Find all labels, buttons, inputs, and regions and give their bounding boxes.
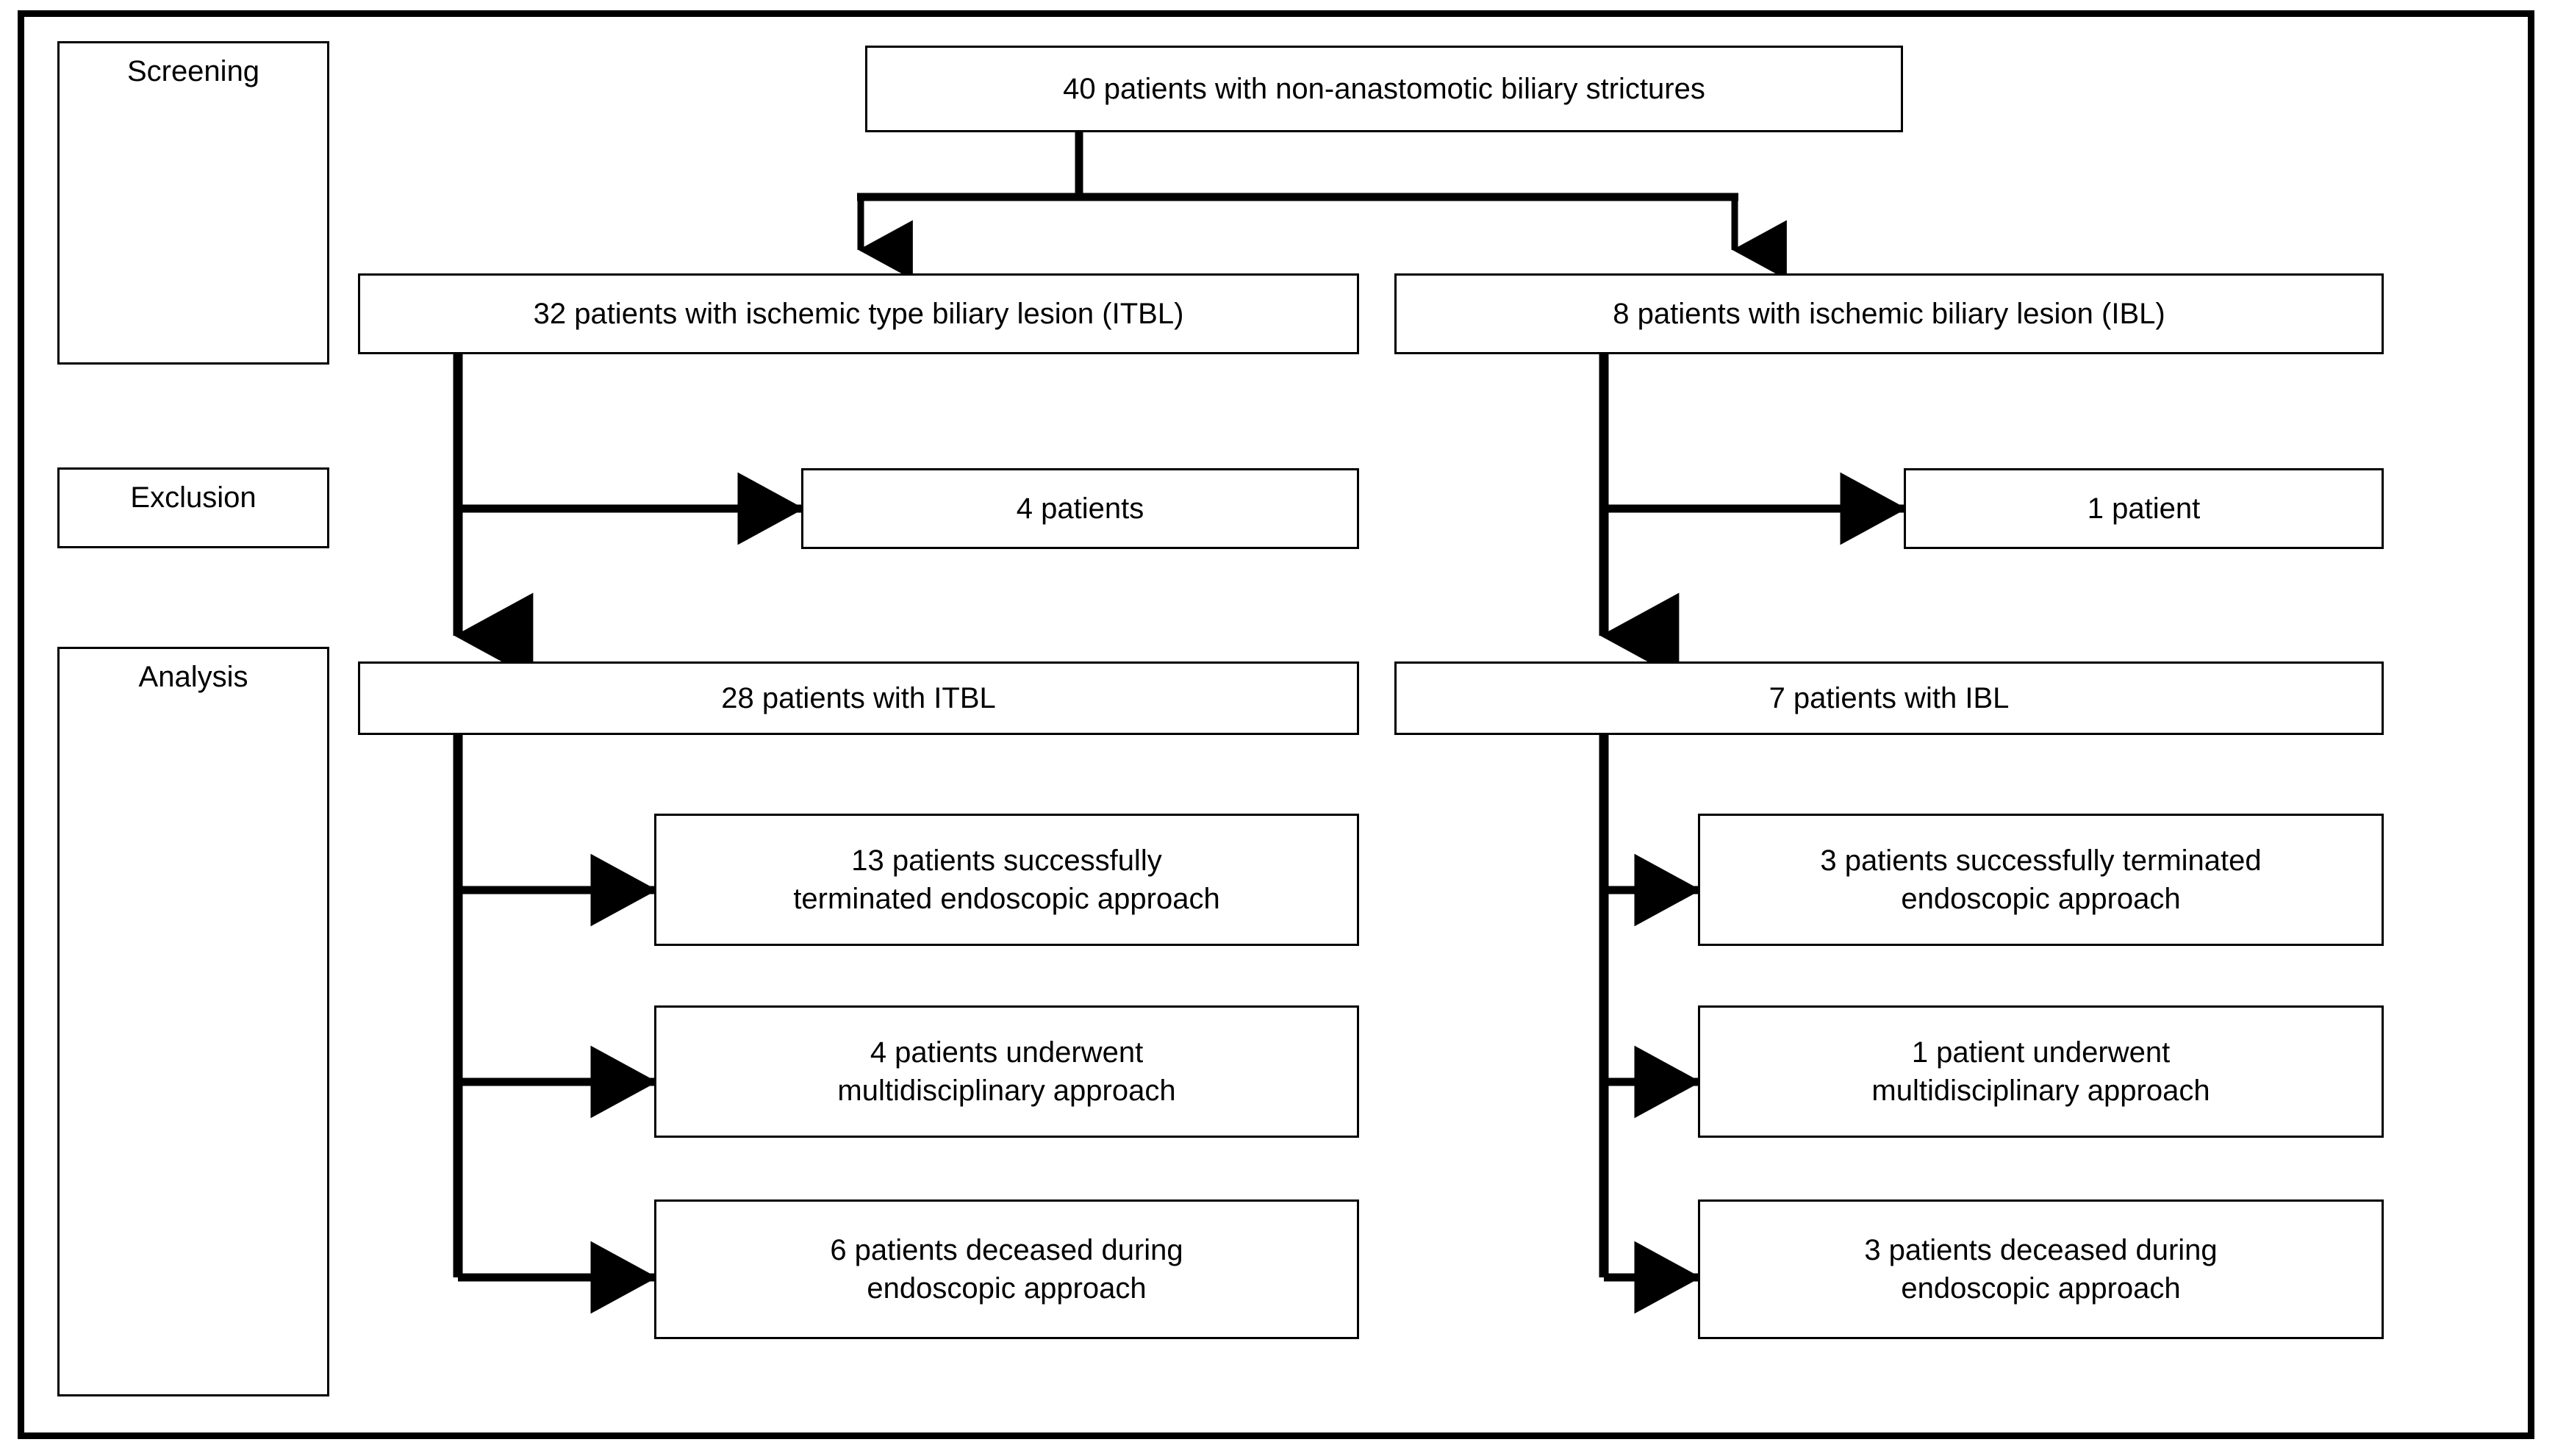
- node-itbl-outcome-multidisciplinary[interactable]: 4 patients underwent multidisciplinary a…: [654, 1005, 1359, 1138]
- node-itbl-outcome-deceased-line1: 6 patients deceased during: [830, 1234, 1183, 1266]
- node-itbl-analysis-label: 28 patients with ITBL: [721, 681, 996, 714]
- node-itbl-outcome-deceased[interactable]: 6 patients deceased during endoscopic ap…: [654, 1199, 1359, 1339]
- node-itbl-excluded-label: 4 patients: [1016, 492, 1144, 525]
- node-root-label: 40 patients with non-anastomotic biliary…: [1063, 72, 1705, 105]
- node-ibl-excluded-label: 1 patient: [2087, 492, 2201, 525]
- node-ibl-outcome-multidisciplinary-line1: 1 patient underwent: [1911, 1036, 2171, 1069]
- node-ibl-outcome-deceased-line1: 3 patients deceased during: [1864, 1234, 2218, 1266]
- node-ibl-analysis-label: 7 patients with IBL: [1769, 681, 2010, 714]
- node-ibl-outcome-deceased[interactable]: 3 patients deceased during endoscopic ap…: [1698, 1199, 2384, 1339]
- node-itbl-outcome-multidisciplinary-line2: multidisciplinary approach: [837, 1075, 1176, 1107]
- node-ibl-outcome-multidisciplinary[interactable]: 1 patient underwent multidisciplinary ap…: [1698, 1005, 2384, 1138]
- node-root[interactable]: 40 patients with non-anastomotic biliary…: [865, 46, 1903, 132]
- node-itbl-screening[interactable]: 32 patients with ischemic type biliary l…: [358, 273, 1359, 354]
- node-itbl-outcome-terminated[interactable]: 13 patients successfully terminated endo…: [654, 814, 1359, 946]
- node-itbl-outcome-deceased-line2: endoscopic approach: [867, 1272, 1147, 1305]
- node-ibl-outcome-deceased-line2: endoscopic approach: [1901, 1272, 2181, 1305]
- stage-box-screening: Screening: [57, 41, 329, 365]
- node-itbl-analysis[interactable]: 28 patients with ITBL: [358, 661, 1359, 735]
- stage-label-exclusion: Exclusion: [130, 481, 257, 514]
- node-itbl-screening-label: 32 patients with ischemic type biliary l…: [533, 297, 1184, 330]
- stage-box-analysis: Analysis: [57, 647, 329, 1396]
- node-ibl-outcome-multidisciplinary-line2: multidisciplinary approach: [1871, 1075, 2210, 1107]
- node-ibl-outcome-terminated-line1: 3 patients successfully terminated: [1820, 844, 2262, 877]
- node-ibl-outcome-terminated-line2: endoscopic approach: [1901, 883, 2181, 915]
- node-itbl-outcome-terminated-line2: terminated endoscopic approach: [793, 883, 1220, 915]
- node-ibl-analysis[interactable]: 7 patients with IBL: [1394, 661, 2384, 735]
- node-itbl-excluded[interactable]: 4 patients: [801, 468, 1359, 549]
- node-ibl-outcome-terminated[interactable]: 3 patients successfully terminated endos…: [1698, 814, 2384, 946]
- node-itbl-outcome-multidisciplinary-line1: 4 patients underwent: [870, 1036, 1144, 1069]
- node-itbl-outcome-terminated-line1: 13 patients successfully: [851, 844, 1162, 877]
- node-ibl-screening-label: 8 patients with ischemic biliary lesion …: [1613, 297, 2165, 330]
- node-ibl-screening[interactable]: 8 patients with ischemic biliary lesion …: [1394, 273, 2384, 354]
- stage-label-screening: Screening: [126, 55, 260, 87]
- stage-label-analysis: Analysis: [138, 661, 248, 693]
- node-ibl-excluded[interactable]: 1 patient: [1904, 468, 2384, 549]
- stage-box-exclusion: Exclusion: [57, 467, 329, 548]
